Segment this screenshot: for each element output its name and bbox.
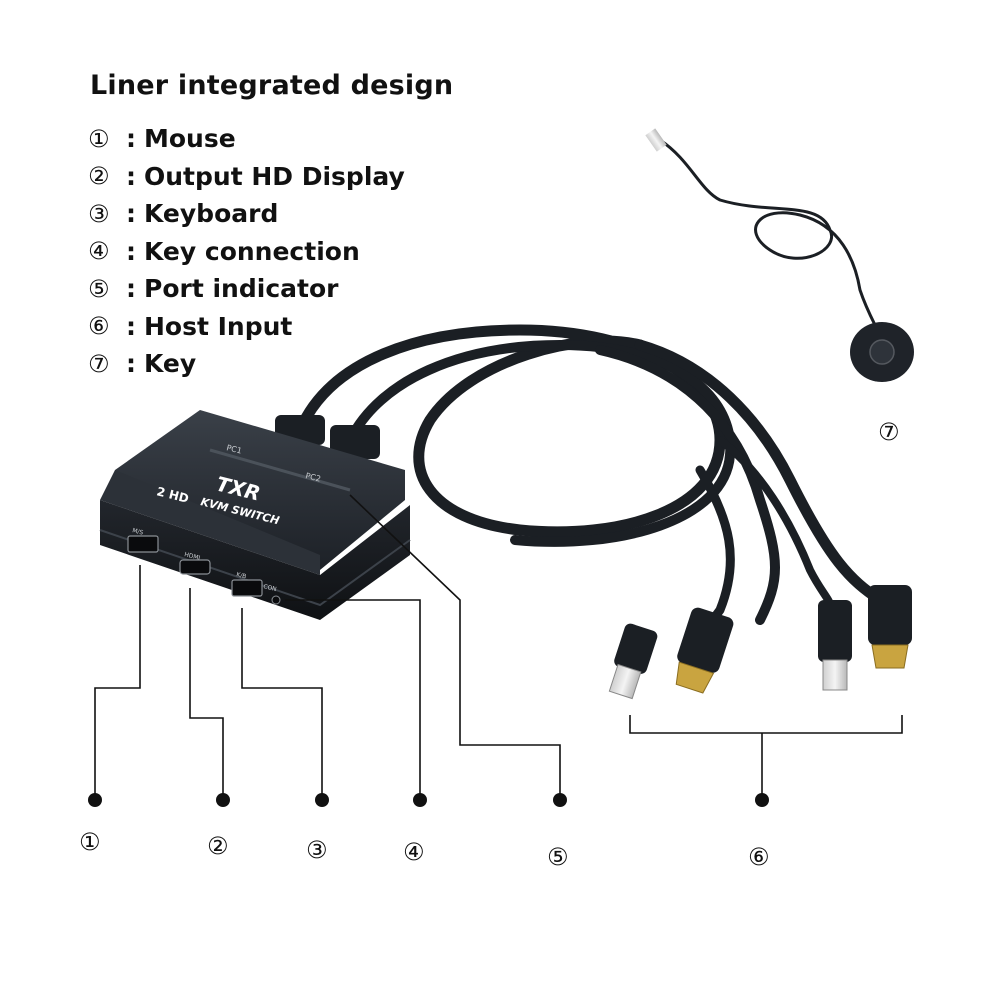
legend-number: ② (88, 162, 110, 191)
legend-separator: : (126, 349, 136, 379)
legend-number: ⑥ (88, 312, 110, 341)
legend-number: ① (88, 124, 110, 153)
legend-separator: : (126, 161, 136, 191)
legend-separator: : (126, 236, 136, 266)
hdmi-plug-1 (675, 607, 734, 694)
mouse-port (127, 535, 159, 553)
legend-item-key-connection: ④ : Key connection (88, 233, 405, 271)
con-port-label: CON (263, 583, 278, 593)
legend-label: Output HD Display (144, 161, 405, 191)
callout-2: ② (207, 832, 229, 860)
callout-3: ③ (306, 836, 328, 864)
legend-label: Host Input (144, 311, 293, 341)
legend-separator: : (126, 199, 136, 229)
legend-item-key: ⑦ : Key (88, 345, 405, 383)
kb-port-label: K/B (236, 571, 247, 580)
keyboard-port (231, 579, 263, 597)
callout-4: ④ (403, 838, 425, 866)
kvm-switch-box (99, 410, 411, 620)
pc2-label: PC2 (305, 471, 322, 483)
ms-port-label: M/S (132, 527, 145, 537)
legend-separator: : (126, 311, 136, 341)
legend-number: ③ (88, 199, 110, 228)
hdmi-port-label: HDMI (184, 551, 202, 562)
remote-key (850, 322, 914, 382)
callout-7: ⑦ (878, 418, 900, 446)
legend-label: Port indicator (144, 274, 339, 304)
key-cable (645, 128, 877, 326)
callout-6: ⑥ (748, 843, 770, 871)
legend-item-output-display: ② : Output HD Display (88, 158, 405, 196)
hdmi-port (179, 559, 211, 575)
legend-item-keyboard: ③ : Keyboard (88, 195, 405, 233)
legend-label: Mouse (144, 124, 236, 154)
port-indicator (209, 448, 351, 492)
legend-number: ⑦ (88, 349, 110, 378)
heading: Liner integrated design (90, 70, 454, 101)
legend-item-host-input: ⑥ : Host Input (88, 308, 405, 346)
leader-lines (94, 494, 903, 800)
legend-item-mouse: ① : Mouse (88, 120, 405, 158)
legend-number: ④ (88, 237, 110, 266)
legend-label: Key connection (144, 236, 360, 266)
cable-bundle (294, 324, 886, 645)
legend-list: ① : Mouse ② : Output HD Display ③ : Keyb… (88, 120, 405, 383)
legend-label: Keyboard (144, 199, 279, 229)
leader-dots (88, 793, 769, 807)
key-connection-port (271, 595, 281, 605)
legend-number: ⑤ (88, 274, 110, 303)
legend-label: Key (144, 349, 197, 379)
usb-plug-2 (818, 600, 852, 691)
legend-separator: : (126, 274, 136, 304)
legend-separator: : (126, 124, 136, 154)
usb-plug-1 (608, 623, 658, 700)
callout-5: ⑤ (547, 843, 569, 871)
callout-1: ① (79, 828, 101, 856)
hdmi-plug-2 (868, 585, 912, 669)
legend-item-port-indicator: ⑤ : Port indicator (88, 270, 405, 308)
pc1-label: PC1 (226, 443, 243, 455)
